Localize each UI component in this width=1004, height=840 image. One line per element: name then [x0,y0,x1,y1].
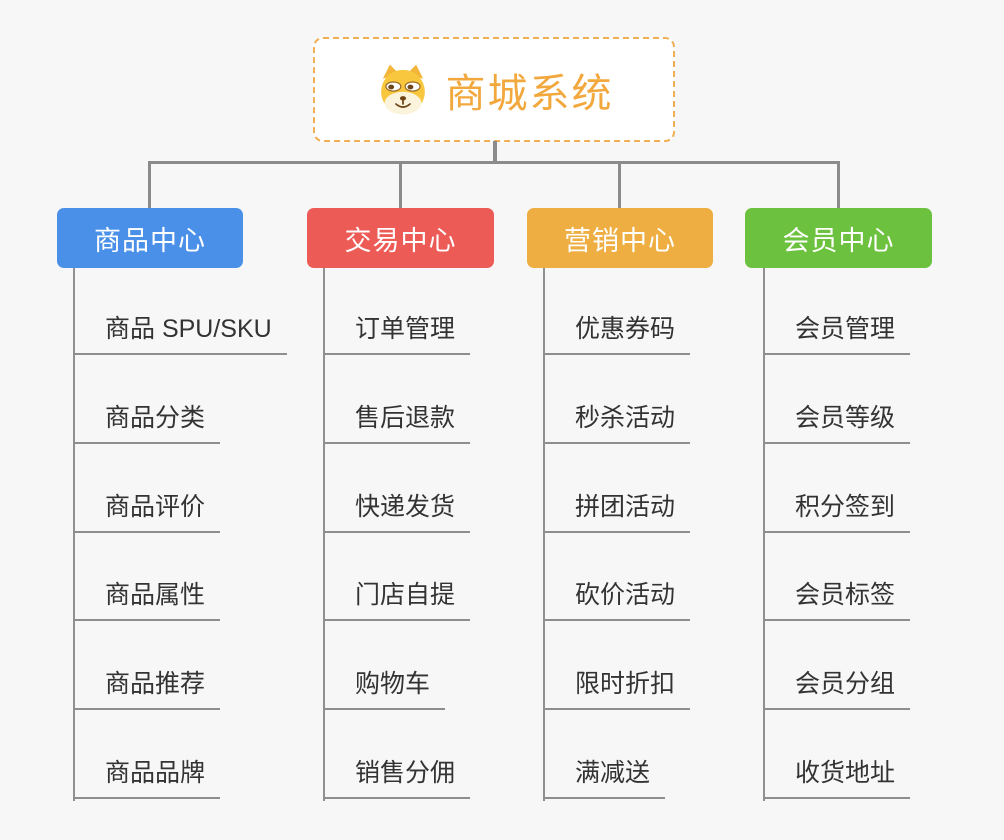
child-topic[interactable]: 商品属性 [73,578,221,621]
child-topic[interactable]: 砍价活动 [543,578,691,621]
child-topic[interactable]: 售后退款 [323,401,471,444]
child-topic[interactable]: 订单管理 [323,312,471,355]
branch-drop-line [837,161,840,209]
branch-bus-line [148,161,840,164]
root-topic[interactable]: 商城系统 [313,37,675,142]
dog-face-icon [375,62,431,118]
child-topic[interactable]: 会员管理 [763,312,911,355]
child-topic[interactable]: 商品 SPU/SKU [73,312,287,355]
branch-children-trade-center: 订单管理 售后退款 快递发货 门店自提 购物车 销售分佣 [323,268,573,801]
branch-drop-line [399,161,402,209]
child-topic[interactable]: 满减送 [543,756,666,799]
child-topic[interactable]: 会员标签 [763,578,911,621]
branch-node-product-center[interactable]: 商品中心 [57,208,243,268]
child-topic[interactable]: 积分签到 [763,490,911,533]
branch-node-marketing-center[interactable]: 营销中心 [527,208,713,268]
branch-children-product-center: 商品 SPU/SKU 商品分类 商品评价 商品属性 商品推荐 商品品牌 [73,268,323,801]
child-topic[interactable]: 商品评价 [73,490,221,533]
child-topic[interactable]: 商品推荐 [73,667,221,710]
child-topic[interactable]: 快递发货 [323,490,471,533]
branch-node-trade-center[interactable]: 交易中心 [307,208,494,268]
branch-drop-line [148,161,151,209]
child-topic[interactable]: 限时折扣 [543,667,691,710]
child-topic[interactable]: 购物车 [323,667,446,710]
branch-node-member-center[interactable]: 会员中心 [745,208,932,268]
child-topic[interactable]: 会员等级 [763,401,911,444]
child-topic[interactable]: 门店自提 [323,578,471,621]
child-topic[interactable]: 秒杀活动 [543,401,691,444]
child-topic[interactable]: 销售分佣 [323,756,471,799]
branch-drop-line [618,161,621,209]
child-topic[interactable]: 商品品牌 [73,756,221,799]
child-topic[interactable]: 拼团活动 [543,490,691,533]
branch-children-marketing-center: 优惠券码 秒杀活动 拼团活动 砍价活动 限时折扣 满减送 [543,268,793,801]
child-topic[interactable]: 商品分类 [73,401,221,444]
root-topic-label: 商城系统 [445,71,614,116]
child-topic[interactable]: 收货地址 [763,756,911,799]
child-topic[interactable]: 会员分组 [763,667,911,710]
root-stem-line [493,141,497,164]
child-topic[interactable]: 优惠券码 [543,312,691,355]
branch-children-member-center: 会员管理 会员等级 积分签到 会员标签 会员分组 收货地址 [763,268,1004,801]
